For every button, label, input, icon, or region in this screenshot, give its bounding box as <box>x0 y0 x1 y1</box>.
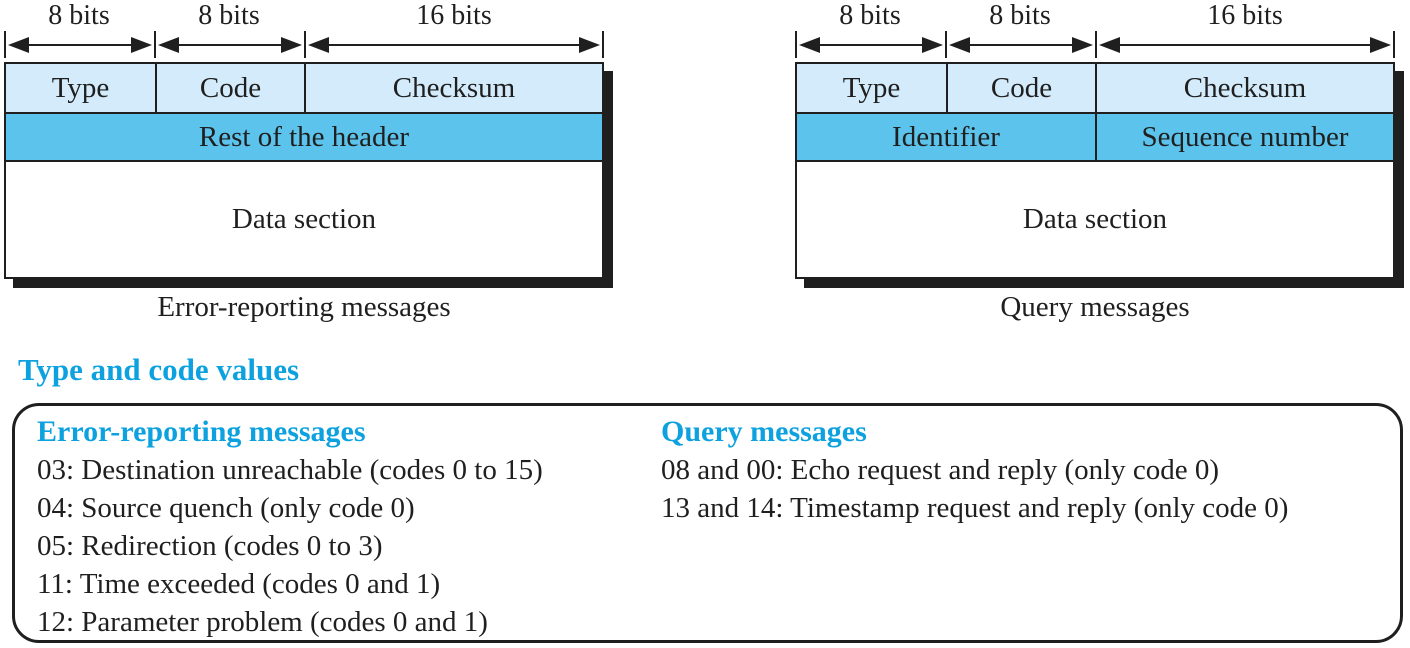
field-data-section: Data section <box>1022 203 1168 235</box>
double-arrow-icon <box>799 31 943 58</box>
arrow-shaft <box>954 43 1088 46</box>
bit-width-label: 8 bits <box>48 0 110 31</box>
bit-width-labels: 8 bits 8 bits 16 bits <box>4 1 604 31</box>
bit-width-arrows <box>4 31 604 58</box>
type-code-item: 05: Redirection (codes 0 to 3) <box>37 530 383 562</box>
bit-width-label: 8 bits <box>989 0 1051 31</box>
arrow-shaft <box>1104 43 1386 46</box>
type-code-item: 12: Parameter problem (codes 0 and 1) <box>37 606 488 638</box>
arrow-shaft <box>313 43 595 46</box>
header-row-2: Rest of the header <box>6 112 602 162</box>
bit-width-label: 8 bits <box>198 0 260 31</box>
width-tick <box>1095 31 1395 58</box>
column-heading: Error-reporting messages <box>37 415 366 448</box>
header-row-2: Identifier Sequence number <box>797 112 1393 162</box>
bit-width-label: 8 bits <box>839 0 901 31</box>
width-tick <box>304 31 604 58</box>
field-checksum: Checksum <box>304 64 602 112</box>
query-column: Query messages 08 and 00: Echo request a… <box>661 413 1288 527</box>
double-arrow-icon <box>949 31 1093 58</box>
header-row-1: Type Code Checksum <box>6 64 602 112</box>
type-code-item: 04: Source quench (only code 0) <box>37 492 415 524</box>
bit-width-label: 16 bits <box>416 0 492 31</box>
data-section-row: Data section <box>797 162 1393 277</box>
type-code-item: 03: Destination unreachable (codes 0 to … <box>37 454 543 486</box>
bit-width-label: 16 bits <box>1207 0 1283 31</box>
double-arrow-icon <box>8 31 152 58</box>
type-and-code-values-title: Type and code values <box>18 352 300 387</box>
double-arrow-icon <box>158 31 302 58</box>
packet-box: Type Code Checksum Rest of the header Da… <box>4 62 604 279</box>
diagram-caption: Error-reporting messages <box>157 291 451 323</box>
packet-box: Type Code Checksum Identifier Sequence n… <box>795 62 1395 279</box>
double-arrow-icon <box>1099 31 1391 58</box>
field-identifier: Identifier <box>892 120 1000 153</box>
field-code: Code <box>155 64 304 112</box>
error-reporting-column: Error-reporting messages 03: Destination… <box>37 413 543 641</box>
width-tick <box>154 31 304 58</box>
arrow-shaft <box>804 43 938 46</box>
data-section-row: Data section <box>6 162 602 277</box>
double-arrow-icon <box>308 31 600 58</box>
type-code-item: 08 and 00: Echo request and reply (only … <box>661 454 1220 486</box>
field-rest-of-header: Rest of the header <box>198 120 410 153</box>
arrow-shaft <box>13 43 147 46</box>
width-tick <box>795 31 945 58</box>
arrow-shaft <box>163 43 297 46</box>
width-tick <box>945 31 1095 58</box>
type-code-item: 11: Time exceeded (codes 0 and 1) <box>37 568 441 600</box>
bit-width-arrows <box>795 31 1395 58</box>
diagram-caption: Query messages <box>1000 291 1190 323</box>
width-tick <box>4 31 154 58</box>
query-packet-diagram: 8 bits 8 bits 16 bits Type Code Checksum… <box>795 0 1395 330</box>
field-data-section: Data section <box>231 203 377 235</box>
field-sequence-number: Sequence number <box>1095 114 1393 160</box>
type-and-code-values-box: Error-reporting messages 03: Destination… <box>12 403 1403 643</box>
header-row-1: Type Code Checksum <box>797 64 1393 112</box>
field-code: Code <box>946 64 1095 112</box>
type-code-item: 13 and 14: Timestamp request and reply (… <box>661 492 1289 524</box>
bit-width-labels: 8 bits 8 bits 16 bits <box>795 1 1395 31</box>
field-type: Type <box>842 71 901 104</box>
field-checksum: Checksum <box>1095 64 1393 112</box>
field-type: Type <box>51 71 110 104</box>
error-reporting-packet-diagram: 8 bits 8 bits 16 bits Type Code Checksum… <box>4 0 604 330</box>
column-heading: Query messages <box>661 415 867 448</box>
